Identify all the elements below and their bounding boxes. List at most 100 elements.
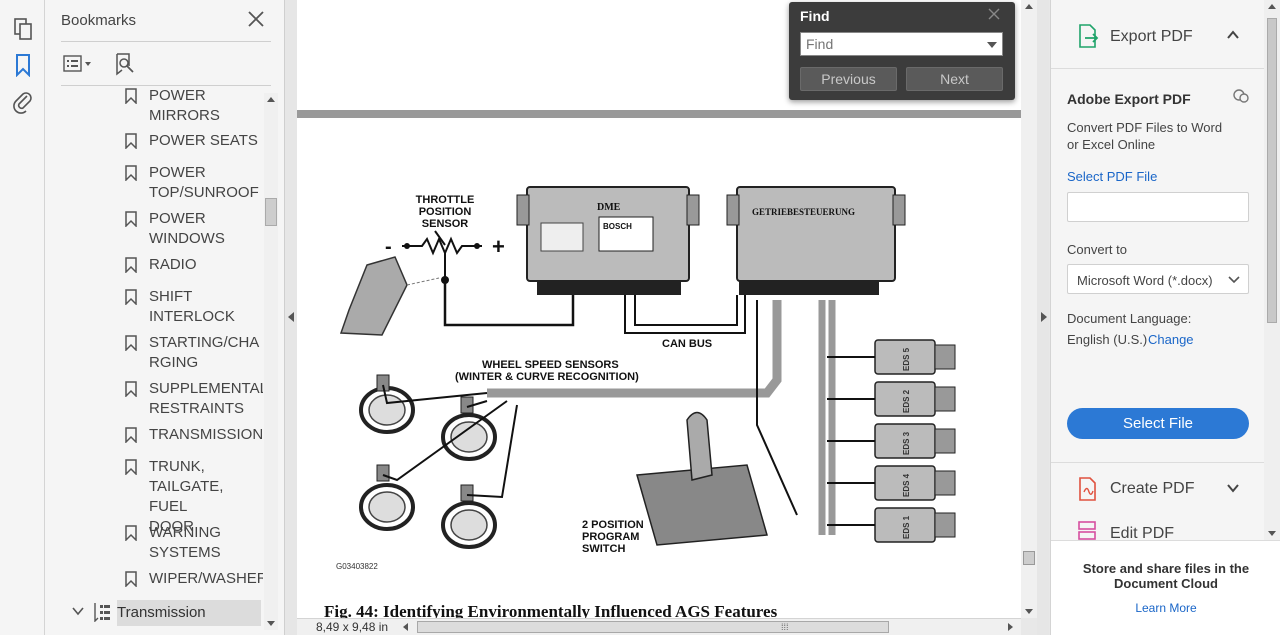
bookmark-icon [125, 88, 137, 104]
ags-diagram: THROTTLE POSITION SENSOR - + DME BOSCH G… [339, 186, 956, 555]
bookmark-item[interactable]: POWER MIRRORS [45, 86, 263, 126]
bookmark-icon[interactable] [11, 53, 35, 77]
find-title: Find [800, 8, 830, 24]
find-input[interactable] [801, 33, 976, 55]
bosch-label: BOSCH [603, 222, 632, 231]
bookmark-item[interactable]: WARNING SYSTEMS [45, 523, 263, 563]
scroll-down-icon[interactable] [1025, 609, 1033, 614]
edit-pdf-title[interactable]: Edit PDF [1110, 525, 1175, 539]
bookmarks-title: Bookmarks [61, 12, 137, 29]
export-pdf-title[interactable]: Export PDF [1110, 28, 1193, 45]
chevron-down-icon[interactable] [71, 605, 85, 617]
eds-solenoid: EDS 1 [827, 507, 956, 543]
chevron-down-icon[interactable] [987, 42, 997, 48]
pedal [339, 256, 408, 336]
eds-label: EDS 2 [902, 389, 911, 413]
change-language-link[interactable]: Change [1148, 332, 1194, 347]
bookmark-item[interactable]: SHIFT INTERLOCK [45, 287, 263, 327]
bookmark-icon [125, 525, 137, 541]
bookmark-item[interactable]: SUPPLEMENTAL RESTRAINTS [45, 379, 263, 419]
bookmark-label: TRUNK, TAILGATE, FUEL DOOR [149, 458, 224, 535]
eds-solenoid: EDS 3 [827, 423, 956, 459]
bracket [726, 194, 740, 226]
find-field [800, 32, 1003, 56]
bookmark-icon [125, 289, 137, 305]
right-pane-collapse-handle[interactable] [1037, 0, 1049, 635]
horizontal-scroll-thumb[interactable]: ⁞⁞⁞ [417, 621, 889, 633]
bookmark-item[interactable]: TRANSMISSION [45, 425, 263, 447]
bracket [892, 194, 906, 226]
create-pdf-title[interactable]: Create PDF [1110, 480, 1195, 497]
terminal [404, 243, 410, 249]
scroll-up-icon[interactable] [1025, 4, 1033, 9]
bookmark-list: POWER MIRRORS POWER SEATS POWER TOP/SUNR… [45, 86, 263, 631]
scroll-left-icon[interactable] [403, 623, 408, 631]
select-file-button[interactable]: Select File [1067, 408, 1249, 439]
document-cloud-promo: Store and share files in the Document Cl… [1051, 540, 1280, 635]
bookmark-label: POWER MIRRORS [149, 87, 220, 124]
divider [1051, 462, 1280, 463]
close-icon[interactable] [987, 7, 1001, 21]
left-pane-collapse-handle[interactable] [285, 0, 297, 635]
chevron-right-icon[interactable] [1041, 312, 1047, 322]
throttle-label-line1: THROTTLE [416, 194, 475, 206]
document-scrollbar[interactable] [1021, 0, 1037, 618]
close-icon[interactable] [245, 8, 267, 30]
find-bookmark-icon[interactable] [113, 52, 137, 76]
sensor-wire [443, 280, 575, 327]
eds-harness [818, 300, 836, 535]
divider [61, 41, 271, 42]
tools-scrollbar[interactable] [1264, 0, 1280, 540]
bookmark-item[interactable]: POWER WINDOWS [45, 209, 263, 249]
bookmarks-scrollbar[interactable] [264, 93, 278, 630]
select-pdf-link[interactable]: Select PDF File [1067, 169, 1158, 184]
convert-to-label: Convert to [1067, 242, 1127, 257]
adobe-export-title: Adobe Export PDF [1067, 91, 1191, 107]
bookmark-item-transmission[interactable]: Transmission [45, 597, 263, 627]
chevron-down-icon[interactable] [1226, 482, 1240, 494]
bookmark-item[interactable]: POWER SEATS [45, 131, 263, 153]
cloud-info-icon[interactable] [1232, 88, 1250, 104]
bookmarks-panel: Bookmarks POWER MIRRORS POWER SEATS POWE… [45, 0, 285, 635]
pages-icon[interactable] [11, 17, 35, 41]
bookmark-icon [125, 459, 137, 475]
scroll-down-icon[interactable] [267, 621, 275, 626]
scroll-down-icon[interactable] [1268, 531, 1276, 536]
scroll-thumb[interactable] [1023, 551, 1035, 565]
can-bus-label: CAN BUS [662, 338, 712, 350]
scroll-up-icon[interactable] [267, 97, 275, 102]
bookmark-item[interactable]: RADIO [45, 255, 263, 277]
bookmark-item[interactable]: TRUNK, TAILGATE, FUEL DOOR [45, 457, 263, 535]
scroll-right-icon[interactable] [1008, 623, 1013, 631]
status-bar: 8,49 x 9,48 in ⁞⁞⁞ [297, 618, 1021, 635]
export-description: Convert PDF Files to Word or Excel Onlin… [1067, 120, 1223, 152]
create-pdf-icon [1079, 477, 1096, 501]
previous-button[interactable]: Previous [800, 67, 897, 91]
bookmark-item[interactable]: POWER TOP/SUNROOF [45, 163, 263, 203]
switch-label: 2 POSITION [582, 519, 644, 531]
bookmark-icon [125, 211, 137, 227]
scroll-thumb[interactable] [265, 198, 277, 226]
chevron-left-icon[interactable] [288, 312, 294, 322]
wiper-arrow [434, 230, 446, 246]
minus-sign: - [385, 236, 392, 258]
format-select[interactable]: Microsoft Word (*.docx) [1067, 264, 1249, 294]
bookmark-options-icon[interactable] [62, 53, 94, 75]
selected-file-field[interactable] [1067, 192, 1249, 222]
chevron-up-icon[interactable] [1226, 29, 1240, 41]
resistor [402, 236, 482, 256]
attachment-icon[interactable] [11, 90, 35, 114]
bookmark-label: STARTING/CHA RGING [149, 334, 260, 371]
learn-more-link[interactable]: Learn More [1135, 601, 1197, 615]
sensor-wires [382, 384, 518, 499]
bookmark-item[interactable]: STARTING/CHA RGING [45, 333, 263, 373]
switch-wire [756, 300, 798, 516]
wheel-sensor [441, 484, 497, 549]
next-button[interactable]: Next [906, 67, 1003, 91]
bracket [686, 194, 700, 226]
scroll-up-icon[interactable] [1268, 4, 1276, 9]
scroll-thumb[interactable] [1267, 18, 1277, 323]
bookmark-label: WARNING SYSTEMS [149, 524, 221, 561]
bookmark-item[interactable]: WIPER/WASHER [45, 569, 263, 591]
wheel-speed-sublabel: (WINTER & CURVE RECOGNITION) [455, 371, 639, 383]
